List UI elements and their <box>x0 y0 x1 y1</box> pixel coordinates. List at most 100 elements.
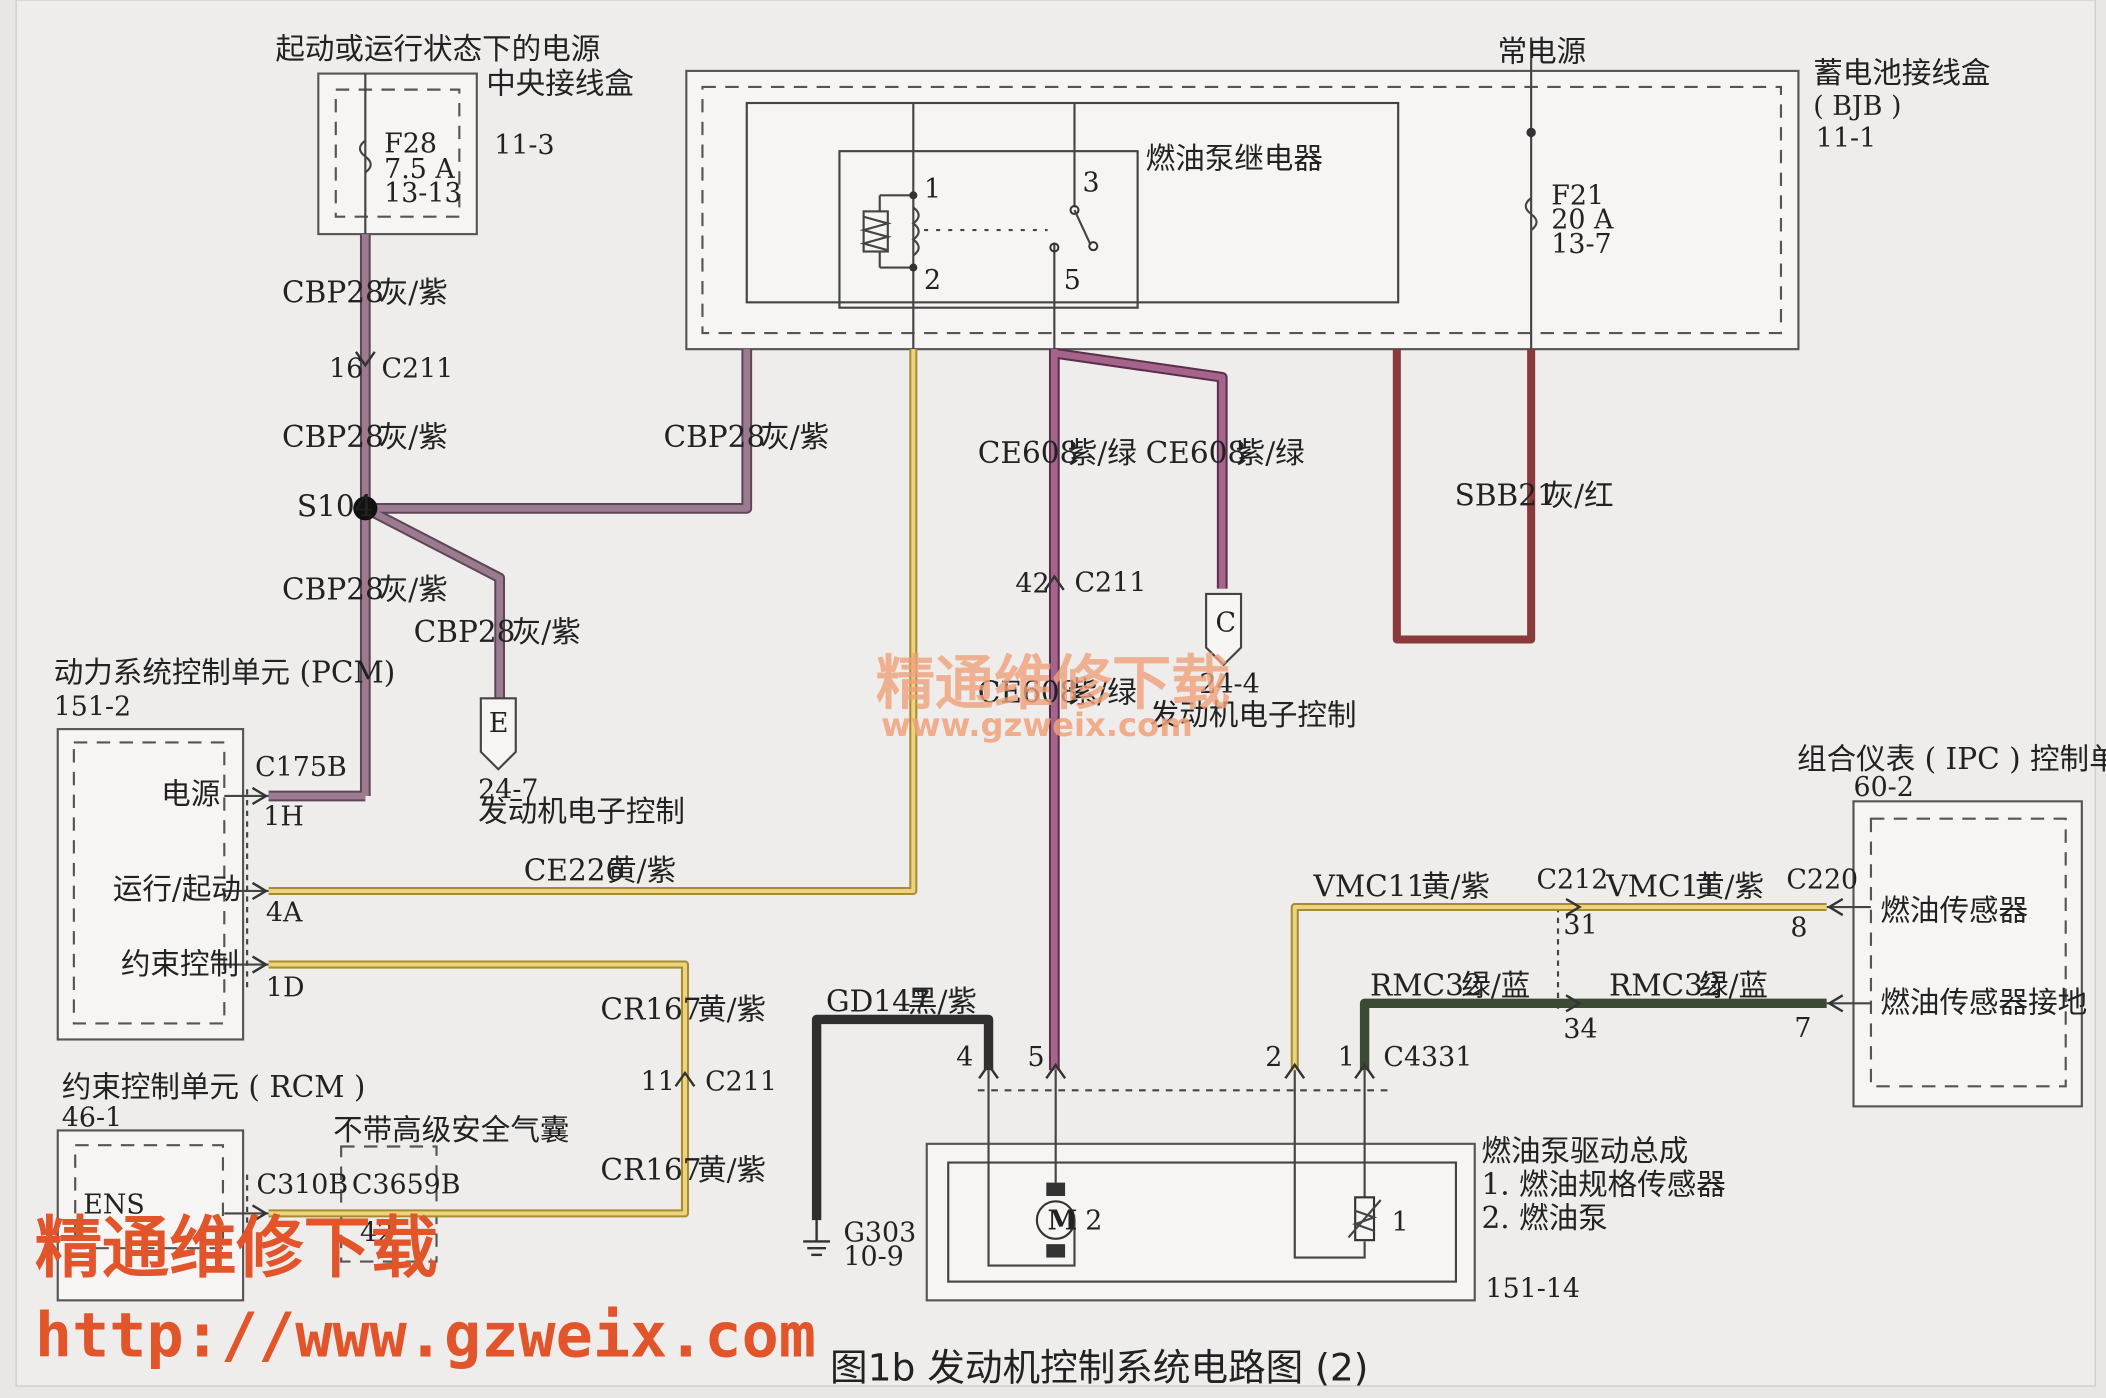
label-f28-loc: 13-13 <box>384 178 461 209</box>
label-fuel-pump-relay: 燃油泵继电器 <box>1146 142 1323 176</box>
wire-sbb21 <box>1392 349 1536 644</box>
label-yellow-violet-5: 黄/紫 <box>1695 869 1764 903</box>
label-c211-2: C211 <box>1074 567 1146 598</box>
label-yellow-violet-4: 黄/紫 <box>1421 869 1490 903</box>
label-pin7: 7 <box>1794 1013 1811 1044</box>
label-pump-assembly: 燃油泵驱动总成 <box>1481 1134 1688 1168</box>
label-pin11: 11 <box>641 1066 675 1097</box>
wire-ce226 <box>268 349 916 893</box>
label-motor-m: M <box>1048 1205 1078 1236</box>
fuel-pump-assembly-box <box>925 1142 1476 1302</box>
no-airbag-connector <box>340 1145 438 1263</box>
label-pin8: 8 <box>1790 913 1807 944</box>
connector-arrow-icons <box>251 351 1844 1223</box>
label-c310b: C310B <box>257 1169 349 1200</box>
ipc-box <box>1852 800 2083 1108</box>
wire-gd147 <box>811 1014 994 1221</box>
connector-c-icon <box>1205 592 1243 667</box>
f21-fuse-icon <box>1524 197 1538 231</box>
label-fuel-sensor: 燃油传感器 <box>1880 893 2028 927</box>
label-pump-item2: 2. 燃油泵 <box>1481 1201 1607 1235</box>
label-engine-ctrl-1: 发动机电子控制 <box>478 794 685 828</box>
label-f21-loc: 13-7 <box>1551 229 1611 260</box>
label-c211-3: C211 <box>705 1066 777 1097</box>
splice-s104-dot <box>353 496 378 521</box>
label-pin-4a: 4A <box>266 898 303 929</box>
watermark-site-name: 精通维修下载 <box>35 1209 438 1287</box>
label-ens: ENS <box>83 1189 144 1220</box>
label-ce608-1: CE608 <box>978 436 1079 470</box>
label-c212: C212 <box>1537 864 1609 895</box>
label-green-blue-2: 绿/蓝 <box>1699 968 1768 1002</box>
label-cbp28-5: CBP28 <box>414 615 516 649</box>
label-violet-green-2: 紫/绿 <box>1236 436 1305 470</box>
label-pcm: 动力系统控制单元 (PCM) <box>54 655 396 689</box>
label-vmc11-1: VMC11 <box>1313 869 1426 903</box>
relay-switch-icon <box>1073 209 1092 246</box>
connector-e-icon <box>479 697 517 771</box>
label-f28-amp: 7.5 A <box>384 154 455 185</box>
figure-caption: 图1b 发动机控制系统电路图 (2) <box>830 1346 1368 1390</box>
label-bjb-abbr: ( BJB ) <box>1813 91 1901 122</box>
label-cbp28-1: CBP28 <box>282 275 384 309</box>
label-gray-violet-2: 灰/紫 <box>379 420 448 454</box>
label-pin-1h: 1H <box>263 801 304 832</box>
label-relay-pin3: 3 <box>1083 167 1100 198</box>
label-relay-pin1: 1 <box>924 174 941 205</box>
label-relay-pin2: 2 <box>924 265 941 296</box>
label-pump-ref: 151-14 <box>1485 1274 1579 1305</box>
label-pin42b: 42 <box>360 1218 394 1249</box>
label-sensor-pin: 1 <box>1391 1207 1408 1238</box>
label-rcm-ref: 46-1 <box>62 1102 122 1133</box>
cjb-box <box>317 72 478 236</box>
label-pin16: 16 <box>329 353 363 384</box>
ground-icon <box>803 1220 831 1257</box>
wire-rmc32 <box>1359 998 1827 1071</box>
label-f21: F21 <box>1551 181 1604 212</box>
label-ce608-3: CE608 <box>978 675 1079 709</box>
label-violet-green-1: 紫/绿 <box>1068 436 1137 470</box>
label-cr167-1: CR167 <box>600 992 701 1026</box>
label-ref-24-4: 24-4 <box>1199 669 1259 700</box>
fuel-pump-relay-box <box>838 150 1139 309</box>
label-rmc32-2: RMC32 <box>1609 968 1722 1002</box>
label-cbp28-2: CBP28 <box>282 420 384 454</box>
label-sbb21: SBB21 <box>1455 479 1556 513</box>
label-black-violet: 黑/紫 <box>908 984 977 1018</box>
label-cbp28-4: CBP28 <box>282 572 384 606</box>
label-motor-pin: 2 <box>1085 1205 1102 1236</box>
label-conn-c: C <box>1216 607 1237 638</box>
label-gd147: GD147 <box>826 984 930 1018</box>
label-f28: F28 <box>384 129 437 160</box>
wire-ce608 <box>1050 349 1226 1071</box>
label-constant-power: 常电源 <box>1498 35 1587 69</box>
label-rcm: 约束控制单元 ( RCM ) <box>62 1070 366 1104</box>
label-c211-1: C211 <box>381 353 453 384</box>
label-conn-e: E <box>489 708 509 739</box>
label-gray-red: 灰/红 <box>1545 479 1614 513</box>
watermark-url: http://www.gzweix.com <box>35 1300 816 1372</box>
label-pcm-ref: 151-2 <box>54 692 131 723</box>
label-f21-amp: 20 A <box>1551 205 1614 236</box>
label-engine-ctrl-2: 发动机电子控制 <box>1150 698 1357 732</box>
label-cbp28-3: CBP28 <box>663 420 765 454</box>
label-cr167-2: CR167 <box>600 1153 701 1187</box>
label-cjb: 中央接线盒 <box>486 67 634 101</box>
label-gray-violet-4: 灰/紫 <box>379 572 448 606</box>
label-no-airbag: 不带高级安全气囊 <box>333 1113 569 1147</box>
label-pin42: 42 <box>1015 569 1049 600</box>
label-pump-item1: 1. 燃油规格传感器 <box>1481 1168 1725 1202</box>
label-restraint: 约束控制 <box>121 947 239 981</box>
label-s104: S104 <box>297 489 374 523</box>
pcm-box <box>56 728 245 1041</box>
label-g303: G303 <box>843 1218 916 1249</box>
label-yellow-violet-2: 黄/紫 <box>697 992 766 1026</box>
label-vmc11-2: VMC11 <box>1605 869 1718 903</box>
label-gray-violet-1: 灰/紫 <box>379 275 448 309</box>
f28-fuse-icon <box>358 139 372 174</box>
label-pin-1d: 1D <box>266 973 305 1004</box>
rcm-box <box>56 1129 245 1302</box>
label-pin5: 5 <box>1027 1042 1044 1073</box>
label-c4331: C4331 <box>1383 1042 1472 1073</box>
